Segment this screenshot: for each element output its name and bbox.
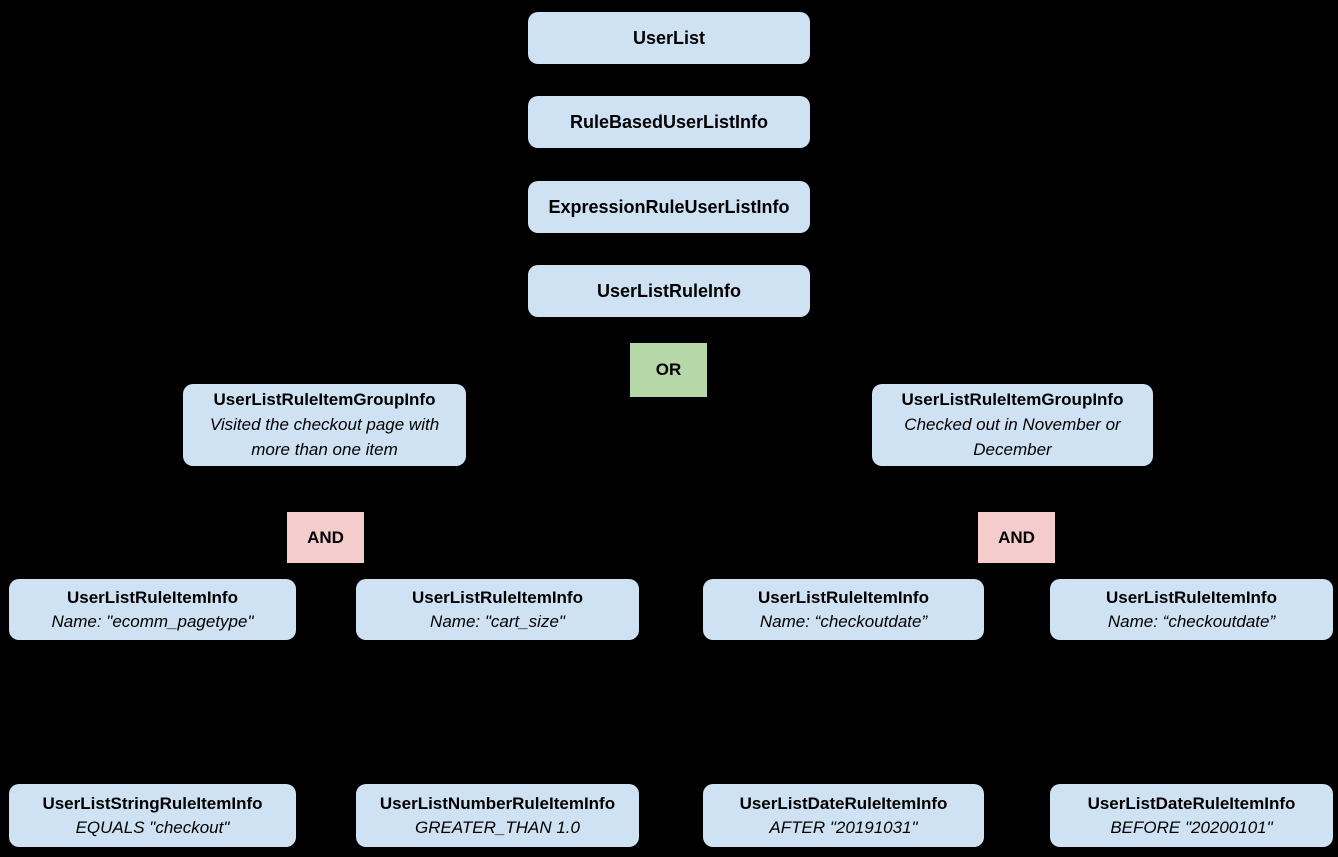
or-operator-node: OR bbox=[630, 343, 707, 397]
leaf-node-number-rule-item: UserListNumberRuleItemInfo GREATER_THAN … bbox=[356, 784, 639, 847]
leaf-node-date-rule-item-after: UserListDateRuleItemInfo AFTER "20191031… bbox=[703, 784, 984, 847]
node-description: Name: “checkoutdate” bbox=[1107, 611, 1276, 631]
node-title: UserListRuleItemInfo bbox=[412, 587, 583, 607]
node-expression-rule-user-list-info: ExpressionRuleUserListInfo bbox=[528, 181, 810, 233]
or-operator-label: OR bbox=[655, 360, 682, 379]
node-user-list-rule-info: UserListRuleInfo bbox=[528, 265, 810, 317]
leaf-node-string-rule-item: UserListStringRuleItemInfo EQUALS "check… bbox=[9, 784, 296, 847]
node-rule-based-user-list-info: RuleBasedUserListInfo bbox=[528, 96, 810, 148]
node-description: BEFORE "20200101" bbox=[1110, 817, 1273, 837]
and-operator-label: AND bbox=[307, 527, 344, 547]
node-user-list: UserList bbox=[528, 12, 810, 64]
node-title: UserListRuleItemInfo bbox=[758, 587, 929, 607]
and-operator-node-left: AND bbox=[287, 512, 364, 563]
rule-item-node-cart-size: UserListRuleItemInfo Name: "cart_size" bbox=[356, 579, 639, 640]
node-title: RuleBasedUserListInfo bbox=[569, 112, 769, 132]
node-description: Visited the checkout page with more than… bbox=[209, 415, 440, 459]
group-node-checked-out-nov-dec: UserListRuleItemGroupInfo Checked out in… bbox=[872, 384, 1153, 466]
leaf-node-date-rule-item-before: UserListDateRuleItemInfo BEFORE "2020010… bbox=[1050, 784, 1333, 847]
and-operator-node-right: AND bbox=[978, 512, 1055, 563]
and-operator-label: AND bbox=[998, 527, 1035, 547]
rule-item-node-ecomm-pagetype: UserListRuleItemInfo Name: "ecomm_pagety… bbox=[9, 579, 296, 640]
node-title: UserListRuleItemInfo bbox=[67, 587, 238, 607]
rule-item-node-checkoutdate-2: UserListRuleItemInfo Name: “checkoutdate… bbox=[1050, 579, 1333, 640]
node-description: GREATER_THAN 1.0 bbox=[414, 817, 580, 837]
node-title: UserListRuleItemGroupInfo bbox=[213, 390, 436, 409]
node-title: UserListDateRuleItemInfo bbox=[739, 793, 948, 813]
node-description: Name: "ecomm_pagetype" bbox=[51, 611, 254, 631]
group-node-checkout-page: UserListRuleItemGroupInfo Visited the ch… bbox=[183, 384, 466, 466]
node-title: UserListNumberRuleItemInfo bbox=[379, 793, 616, 813]
rule-item-node-checkoutdate-1: UserListRuleItemInfo Name: “checkoutdate… bbox=[703, 579, 984, 640]
node-title: UserListDateRuleItemInfo bbox=[1087, 793, 1296, 813]
node-description: AFTER "20191031" bbox=[769, 817, 918, 837]
node-description: Checked out in November or December bbox=[904, 415, 1121, 459]
node-title: UserListRuleInfo bbox=[596, 281, 742, 301]
node-title: UserListRuleItemInfo bbox=[1106, 587, 1277, 607]
node-description: Name: “checkoutdate” bbox=[759, 611, 928, 631]
node-title: ExpressionRuleUserListInfo bbox=[548, 197, 790, 217]
node-title: UserList bbox=[632, 28, 706, 48]
node-title: UserListStringRuleItemInfo bbox=[42, 793, 263, 813]
node-description: EQUALS "checkout" bbox=[75, 817, 230, 837]
node-description: Name: "cart_size" bbox=[430, 611, 565, 631]
node-title: UserListRuleItemGroupInfo bbox=[901, 390, 1124, 409]
